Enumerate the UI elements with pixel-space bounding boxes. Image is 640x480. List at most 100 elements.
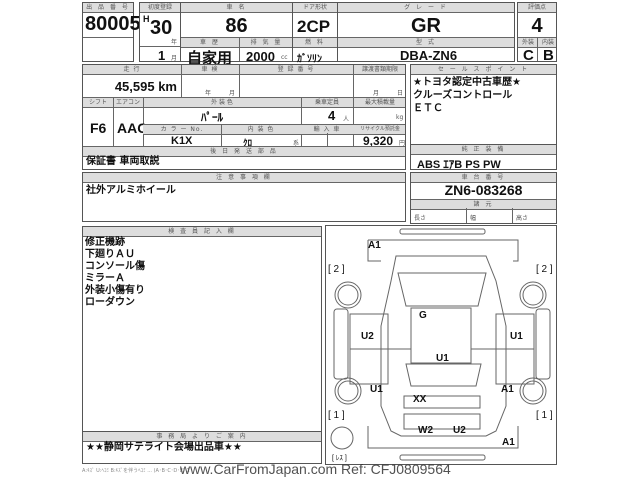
notes-label: 注 意 事 項 欄 xyxy=(83,173,405,183)
color-no: K1X xyxy=(171,135,193,147)
load-label: 最大積載量 xyxy=(364,99,395,106)
row3-subheader: カ ラ ー No. 内 装 色 輸 入 車 リサイクル預託金 xyxy=(143,124,405,135)
panel-number: [ 1 ] xyxy=(328,410,345,421)
lot-label: 出 品 番 号 xyxy=(83,3,133,13)
reg-year: 30 xyxy=(150,17,173,39)
panel-number: [ 2 ] xyxy=(328,264,345,275)
car-outline xyxy=(330,228,551,461)
row3-header: シフト エアコン 外 装 色 乗車定員 最大積載量 xyxy=(83,97,405,108)
first-reg-label: 初度登録 xyxy=(140,3,180,13)
interior-color: ｸﾛ xyxy=(243,138,253,148)
shift-label: シフト xyxy=(88,99,107,106)
transfer-label: 譲渡書類期限 xyxy=(361,66,398,73)
recycle-unit: 円 xyxy=(399,140,406,147)
inspector-line: 修正機跡 xyxy=(85,237,125,248)
chassis-box: 車 台 番 号 ZN6-083268 諸 元 長さ 幅 高さ xyxy=(410,172,557,224)
car-name: 86 xyxy=(225,15,248,37)
recycle-label: リサイクル預託金 xyxy=(360,126,400,132)
damage-mark: U2 xyxy=(453,425,466,436)
lot-number: 80005 xyxy=(85,13,141,35)
door: 2CP xyxy=(297,17,331,36)
damage-mark: G xyxy=(419,310,427,321)
load-unit: kg xyxy=(396,114,404,121)
damage-mark: U1 xyxy=(370,384,383,395)
mileage: 45,595 km xyxy=(114,79,177,94)
transfer-day-unit: 日 xyxy=(397,90,404,97)
inspector-line: 外装小傷有り xyxy=(85,285,145,296)
damage-mark: U1 xyxy=(510,331,523,342)
car-name-box: 車 名 86 車 歴排 気 量 自家用 2000 cc xyxy=(180,2,293,67)
vehicle-details: 走 行 車 検 登 録 番 号 譲渡書類期限 45,595 km 年 月 月 日… xyxy=(82,64,406,170)
ext-score: C xyxy=(523,47,534,64)
sales-line: ＥＴＣ xyxy=(413,103,443,114)
chassis-label: 車 台 番 号 xyxy=(411,173,556,183)
length-label: 長さ xyxy=(414,215,427,222)
spare-tire-label: [ ﾚｽ ] xyxy=(332,455,347,462)
watermark: www.CarFromJapan.com Ref: CFJ0809564 xyxy=(180,461,451,477)
displacement: 2000 xyxy=(246,49,275,64)
transfer-month-unit: 月 xyxy=(373,90,380,97)
mileage-label: 走 行 xyxy=(123,66,141,73)
inspector-label: 検 査 員 記 入 欄 xyxy=(83,227,321,237)
damage-diagram: A1 [ 2 ] [ 2 ] G U2 U1 U1 U1 A1 XX [ 1 ]… xyxy=(325,225,557,465)
inspection-year-unit: 年 xyxy=(205,90,212,97)
panel-number: [ 2 ] xyxy=(536,264,553,275)
equipment-label: 純 正 装 備 xyxy=(411,145,556,155)
inspector-line: ローダウン xyxy=(85,297,135,308)
damage-mark: U1 xyxy=(436,353,449,364)
interior-label: 内 装 色 xyxy=(247,126,275,133)
damage-mark: U2 xyxy=(361,331,374,342)
spec-label: 諸 元 xyxy=(411,199,556,210)
color-label: 外 装 色 xyxy=(211,99,233,106)
inspector-box: 検 査 員 記 入 欄 修正機跡 下廻りＡＵ コンソール傷 ミラーＡ 外装小傷有… xyxy=(82,226,322,432)
history-label: 車 歴 xyxy=(200,39,220,46)
damage-mark: XX xyxy=(413,394,427,405)
height-label: 高さ xyxy=(516,215,529,222)
inspector-line: コンソール傷 xyxy=(85,261,145,272)
ext-label: 外装 xyxy=(521,39,534,46)
shift: F6 xyxy=(90,120,107,136)
model: DBA-ZN6 xyxy=(400,48,458,63)
lot-box: 出 品 番 号 80005 xyxy=(82,2,141,62)
notes-value: 社外アルミホイール xyxy=(86,185,176,196)
inspector-line: ミラーＡ xyxy=(85,273,125,284)
car-name-label: 車 名 xyxy=(181,3,292,13)
grade-label: グ レ ー ド xyxy=(338,3,514,13)
sub-header: 車 歴排 気 量 xyxy=(181,37,292,48)
int-label: 内装 xyxy=(541,39,554,46)
reg-month: 1 xyxy=(158,48,166,63)
fuel: ｶﾞｿﾘﾝ xyxy=(297,54,322,65)
sales-line: ★トヨタ認定中古車歴★ xyxy=(413,77,521,88)
model-label: 型 式 xyxy=(338,37,514,48)
reg-label: 登 録 番 号 xyxy=(277,66,315,73)
displacement-label: 排 気 量 xyxy=(250,39,283,46)
ac-label: エアコン xyxy=(115,99,140,106)
grade-box: グ レ ー ド GR 型 式 DBA-ZN6 xyxy=(337,2,515,63)
fuel-label: 燃 料 xyxy=(293,37,337,48)
damage-mark: A1 xyxy=(368,240,381,251)
damage-mark: A1 xyxy=(502,437,515,448)
door-label: ドア形状 xyxy=(293,3,337,13)
parts-value: 保証書 車両取説 xyxy=(86,156,160,167)
equipment-value: ABS ｴｱB PS PW xyxy=(417,159,501,171)
inspection-label: 車 検 xyxy=(201,66,219,73)
color-no-label: カ ラ ー No. xyxy=(160,126,204,133)
interior-unit: 系 xyxy=(293,140,300,147)
notes-box: 注 意 事 項 欄 社外アルミホイール xyxy=(82,172,406,222)
sales-line: クルーズコントロール xyxy=(413,90,513,101)
import-label: 輸 入 車 xyxy=(313,126,341,133)
exterior-color: ﾊﾟｰﾙ xyxy=(201,112,223,124)
recycle-fee: 9,320 xyxy=(363,134,394,148)
parts-label: 後 日 発 送 部 品 xyxy=(83,146,405,157)
damage-mark: W2 xyxy=(418,425,433,436)
seats-label: 乗車定員 xyxy=(314,99,339,106)
equipment-box: 純 正 装 備 ABS ｴｱB PS PW xyxy=(410,144,557,171)
sales-points: セ ー ル ス ポ イ ン ト ★トヨタ認定中古車歴★ クルーズコントロール Ｅ… xyxy=(410,64,557,145)
width-label: 幅 xyxy=(470,215,477,222)
int-score: B xyxy=(543,47,554,64)
row2-header: 走 行 車 検 登 録 番 号 譲渡書類期限 xyxy=(83,65,405,75)
score-box: 評価点 4 外装内装 C B xyxy=(517,2,557,64)
score: 4 xyxy=(531,15,543,37)
ac: AAC xyxy=(117,120,148,136)
month-unit: 月 xyxy=(170,55,177,62)
